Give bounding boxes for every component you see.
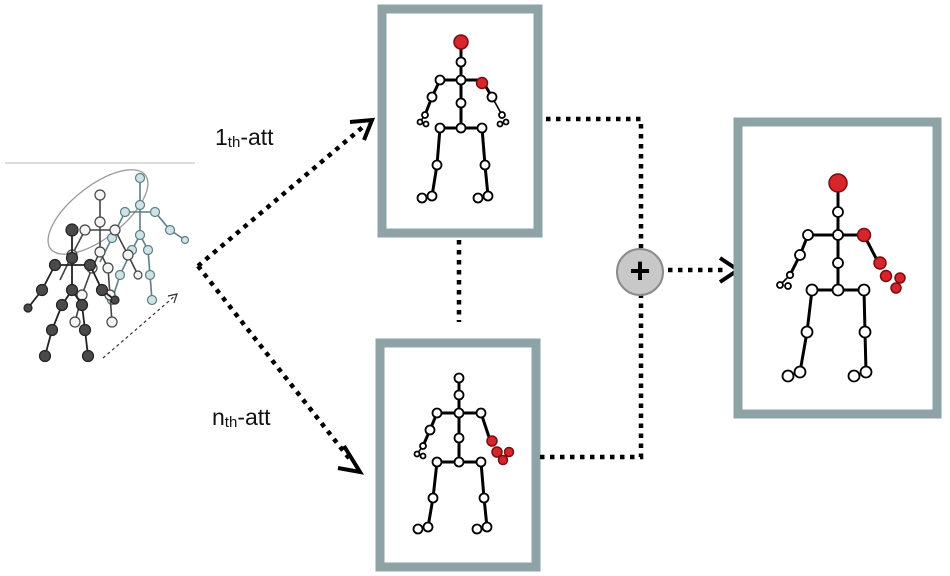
nth-attention-label: nth-att xyxy=(212,404,271,431)
nth-attention-panel xyxy=(375,338,541,572)
skeleton-frame-dark xyxy=(23,223,120,363)
first-attention-panel xyxy=(377,4,543,238)
output-panel xyxy=(733,117,942,419)
plus-symbol: + xyxy=(629,250,650,291)
nth-attention-skeleton xyxy=(412,372,515,535)
arrow-to-first-attention xyxy=(196,124,366,268)
connector-from-first xyxy=(546,116,644,248)
time-arrow xyxy=(102,294,177,359)
branch-arrows xyxy=(196,117,376,475)
combine-node: + xyxy=(616,248,664,296)
input-skeleton-sequence xyxy=(5,162,195,363)
connector-from-nth xyxy=(540,295,644,460)
output-skeleton xyxy=(776,173,906,383)
arrow-to-nth-attention xyxy=(196,264,354,464)
first-attention-skeleton xyxy=(416,34,510,204)
first-attention-label: 1th-att xyxy=(215,124,274,151)
skeleton-frame-light xyxy=(99,172,190,306)
